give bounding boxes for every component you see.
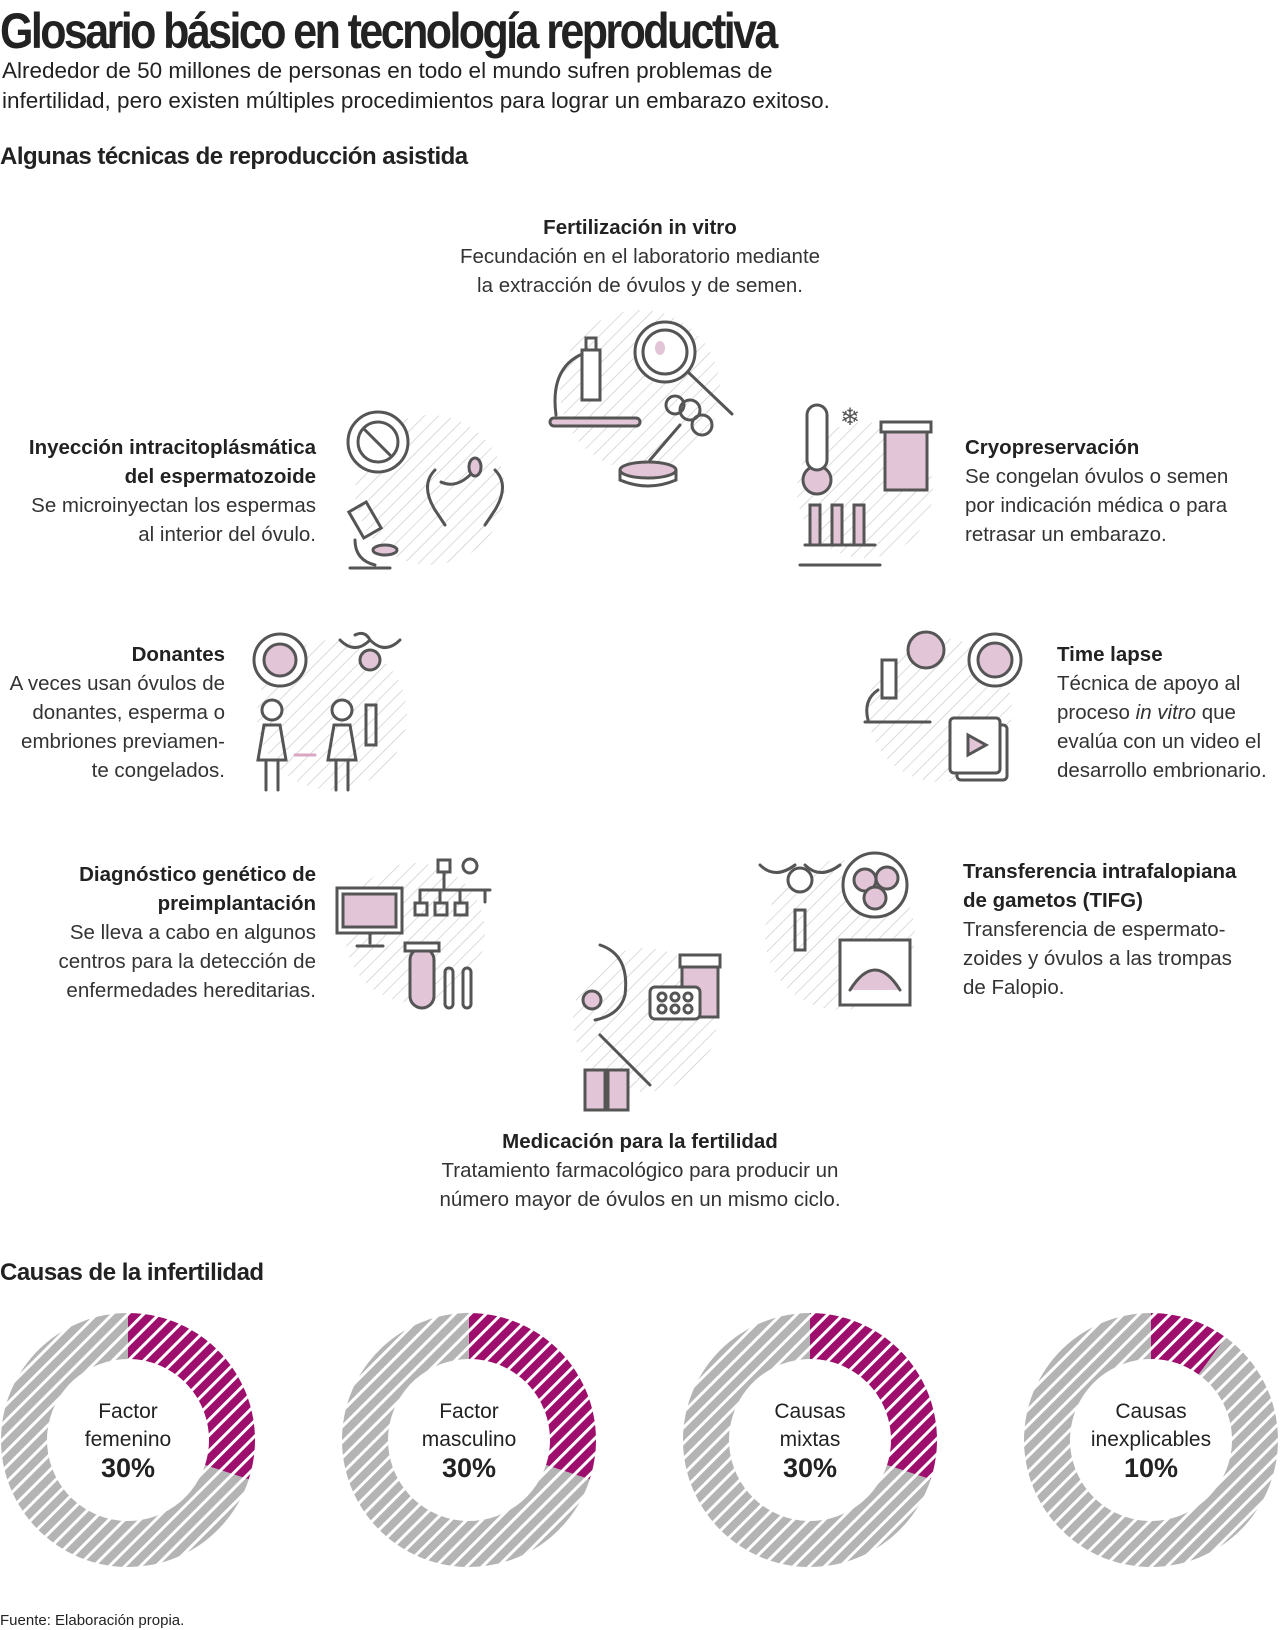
technique-desc: enfermedades hereditarias. <box>66 979 316 1002</box>
technique-desc: Se lleva a cabo en algunos <box>69 921 316 944</box>
donut-value: 10% <box>1123 1453 1179 1483</box>
technique-desc: evalúa con un video el <box>1057 730 1262 753</box>
donut-rest-segment <box>1023 1313 1278 1567</box>
technique-medicacion: Medicación para la fertilidad Tratamient… <box>390 1127 890 1214</box>
page-title: Glosario básico en tecnología reproducti… <box>0 3 778 59</box>
subtitle-line-2: infertilidad, pero existen múltiples pro… <box>2 88 830 113</box>
technique-tifg: Transferencia intrafalopiana de gametos … <box>963 857 1280 1002</box>
technique-donantes: Donantes A veces usan óvulos de donantes… <box>0 640 225 785</box>
technique-desc: centros para la detección de <box>58 950 316 973</box>
technique-title: Diagnóstico genético de <box>79 863 316 886</box>
donut-value: 30% <box>782 1453 838 1483</box>
technique-desc: zoides y óvulos a las trompas <box>963 947 1232 970</box>
donut-label-line: Factor <box>98 1400 158 1423</box>
donut-value-segment <box>469 1313 596 1480</box>
technique-desc: te congelados. <box>91 759 225 782</box>
technique-title: preimplantación <box>157 892 316 915</box>
technique-diagnostico: Diagnóstico genético de preimplantación … <box>16 860 316 1005</box>
donut-label-line: masculino <box>421 1428 517 1451</box>
donut-value-segment <box>128 1313 255 1480</box>
donut-rest-segment <box>342 1313 590 1567</box>
technique-desc: Transferencia de espermato- <box>963 918 1226 941</box>
technique-desc: retrasar un embarazo. <box>965 523 1167 546</box>
technique-desc: de Falopio. <box>963 976 1065 999</box>
icsi-icon-group <box>346 410 505 570</box>
technique-title: Cryopreservación <box>965 436 1140 459</box>
technique-title: Fertilización in vitro <box>543 216 737 239</box>
donut-value-segment <box>810 1313 937 1480</box>
medication-icon-group <box>573 943 722 1112</box>
technique-desc: Se congelan óvulos o semen <box>965 465 1229 488</box>
technique-desc: al interior del óvulo. <box>138 523 316 546</box>
technique-desc: la extracción de óvulos y de semen. <box>477 274 803 297</box>
technique-desc-italic: in vitro <box>1135 701 1197 724</box>
donut-label-line: Causas <box>1115 1400 1187 1423</box>
donut-value: 30% <box>441 1453 497 1483</box>
fiv-icon-group <box>548 310 734 488</box>
technique-desc: A veces usan óvulos de <box>9 672 225 695</box>
technique-desc: Se microinyectan los espermas <box>31 494 316 517</box>
technique-desc: Fecundación en el laboratorio mediante <box>459 245 821 268</box>
techniques-heading: Algunas técnicas de reproducción asistid… <box>0 143 468 170</box>
donut-value-segment <box>1151 1313 1226 1375</box>
causes-donut-charts <box>0 1313 1278 1567</box>
technique-title: Inyección intracitoplásmática <box>28 436 316 459</box>
technique-desc: embriones previamen- <box>21 730 225 753</box>
technique-title: Transferencia intrafalopiana <box>963 860 1237 883</box>
technique-title: de gametos (TIFG) <box>963 889 1143 912</box>
technique-title: del espermatozoide <box>124 465 316 488</box>
technique-desc: Tratamiento farmacológico para producir … <box>441 1159 839 1182</box>
donut-value: 30% <box>100 1453 156 1483</box>
donut-label-line: inexplicables <box>1090 1428 1212 1451</box>
tifg-icon-group <box>758 851 915 1010</box>
technique-icsi: Inyección intracitoplásmática del esperm… <box>16 433 316 549</box>
genetic-diagnosis-icon-group <box>335 857 492 1010</box>
technique-desc: desarrollo embrionario. <box>1057 759 1267 782</box>
donut-label-line: femenino <box>84 1428 172 1451</box>
cryopreservation-icon-group: ❄ <box>797 403 933 567</box>
causes-heading: Causas de la infertilidad <box>0 1259 264 1286</box>
donut-label-line: mixtas <box>779 1428 841 1451</box>
technique-title: Medicación para la fertilidad <box>502 1130 778 1153</box>
donut-rest-segment <box>0 1313 249 1567</box>
donut-rest-segment <box>683 1313 931 1567</box>
technique-cryo: Cryopreservación Se congelan óvulos o se… <box>965 433 1265 549</box>
technique-title: Time lapse <box>1057 643 1163 666</box>
svg-text:❄: ❄ <box>840 404 860 431</box>
technique-desc: que <box>1196 701 1236 724</box>
subtitle-line-1: Alrededor de 50 millones de personas en … <box>2 58 773 83</box>
technique-desc: número mayor de óvulos en un mismo ciclo… <box>439 1188 841 1211</box>
technique-desc: por indicación médica o para <box>965 494 1228 517</box>
technique-desc: proceso <box>1057 701 1136 724</box>
technique-time-lapse: Time lapse Técnica de apoyo al proceso i… <box>1057 640 1280 785</box>
donut-label-line: Factor <box>439 1400 499 1423</box>
technique-fiv: Fertilización in vitro Fecundación en el… <box>390 213 890 300</box>
technique-title: Donantes <box>131 643 225 666</box>
technique-desc: Técnica de apoyo al <box>1057 672 1241 695</box>
donors-icon-group <box>252 631 407 792</box>
time-lapse-icon-group <box>863 630 1023 782</box>
technique-desc: donantes, esperma o <box>32 701 225 724</box>
donut-label-line: Causas <box>774 1400 846 1423</box>
source-note: Fuente: Elaboración propia. <box>0 1612 185 1629</box>
